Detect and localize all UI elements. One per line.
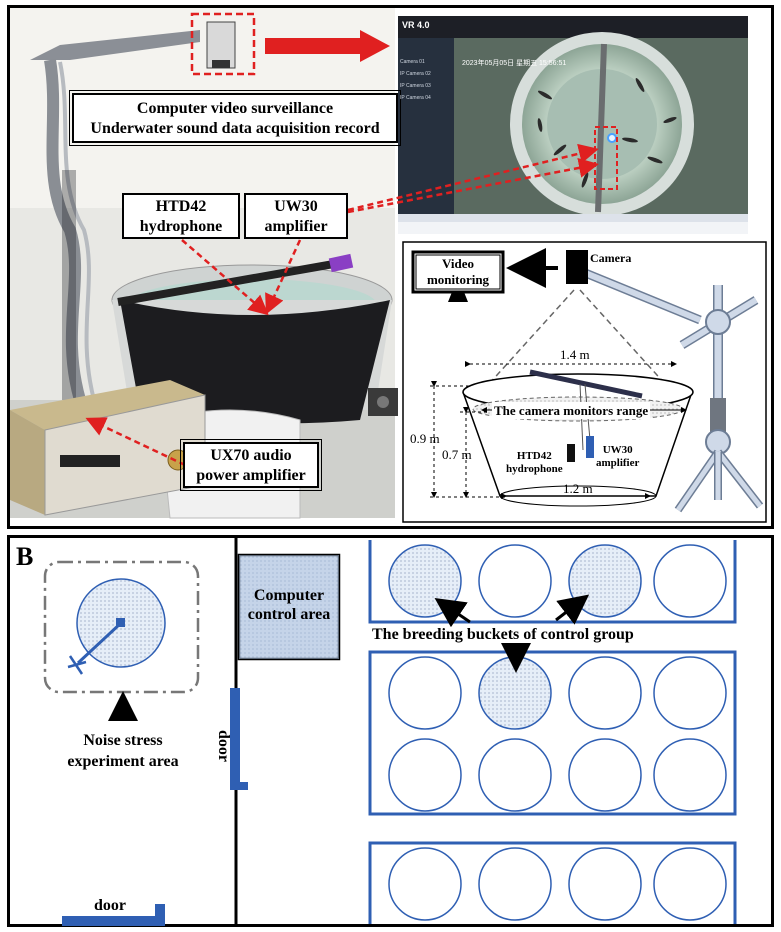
schematic-hydrophone-line1: HTD42 — [516, 450, 552, 462]
bucket-group-2 — [368, 650, 737, 816]
screen-menu: Camera 01 IP Camera 02 IP Camera 03 IP C… — [400, 56, 431, 104]
screen-menu-item: IP Camera 04 — [400, 95, 431, 101]
audio-amp-label-box: UX70 audio power amplifier — [180, 439, 322, 491]
bucket — [478, 738, 552, 812]
red-big-arrow — [265, 30, 390, 62]
screen-menu-item: IP Camera 02 — [400, 71, 431, 77]
height-total-label: 0.9 m — [410, 431, 440, 446]
schematic-amplifier-label: UW30 amplifier — [596, 444, 639, 470]
callout-lines — [85, 143, 599, 467]
schematic-hydrophone-label: HTD42 hydrophone — [506, 450, 563, 476]
door-vertical — [230, 688, 240, 788]
screen-logo: VR 4.0 — [402, 20, 430, 30]
schematic-hydrophone-line2: hydrophone — [506, 463, 563, 475]
bucket — [653, 544, 727, 618]
bucket — [653, 847, 727, 921]
computer-area-line2: control area — [247, 606, 331, 623]
bucket — [478, 847, 552, 921]
screen-menu-item: IP Camera 03 — [400, 83, 431, 89]
breeding-buckets — [388, 544, 727, 921]
audio-amp-line1: UX70 audio — [210, 447, 292, 464]
control-group-label: The breeding buckets of control group — [372, 626, 634, 643]
width-top-label: 1.4 m — [560, 347, 590, 362]
door-bottom — [62, 916, 162, 926]
surveillance-line1: Computer video surveillance — [136, 100, 334, 117]
control-bucket — [388, 544, 462, 618]
height-water-label: 0.7 m — [442, 447, 472, 462]
panel-b-label: B — [16, 542, 34, 571]
door-bottom-label: door — [94, 897, 126, 914]
hydrophone-line1: HTD42 — [155, 198, 207, 215]
hydrophone-line2: hydrophone — [139, 218, 223, 235]
noise-area-label: Noise stress experiment area — [60, 730, 186, 772]
bucket — [478, 544, 552, 618]
bucket — [653, 738, 727, 812]
monitor-screenshot — [398, 16, 748, 234]
video-monitoring-line2: monitoring — [426, 272, 490, 287]
width-bottom-label: 1.2 m — [563, 481, 593, 496]
amplifier-line1: UW30 — [274, 198, 318, 215]
computer-area-label: Computer control area — [239, 586, 339, 624]
camera-highlight — [190, 12, 256, 76]
control-bucket — [478, 656, 552, 730]
hydrophone-label-box: HTD42 hydrophone — [122, 193, 240, 239]
video-monitoring-label: Video monitoring — [414, 256, 502, 288]
noise-area-line2: experiment area — [67, 753, 179, 770]
door-vertical-label: door — [215, 730, 232, 762]
bucket — [568, 738, 642, 812]
camera-icon — [566, 250, 588, 284]
bucket — [388, 847, 462, 921]
surveillance-line2: Underwater sound data acquisition record — [90, 120, 380, 137]
schematic-amplifier-line1: UW30 — [602, 444, 633, 456]
panel-b: B — [7, 535, 774, 927]
control-bucket — [568, 544, 642, 618]
range-label: The camera monitors range — [492, 402, 651, 419]
bucket — [653, 656, 727, 730]
schematic-amplifier-line2: amplifier — [596, 457, 640, 469]
bucket — [568, 847, 642, 921]
video-monitoring-line1: Video — [441, 256, 475, 271]
amplifier-label-box: UW30 amplifier — [244, 193, 348, 239]
bucket-group-1 — [368, 540, 737, 624]
camera-label: Camera — [590, 251, 632, 265]
amplifier-line2: amplifier — [264, 218, 328, 235]
bucket-group-3 — [368, 841, 737, 924]
screen-menu-item: Camera 01 — [400, 59, 425, 65]
screen-date: 2023年05月05日 星期五 15:56:51 — [462, 60, 567, 67]
surveillance-label-box: Computer video surveillance Underwater s… — [69, 90, 401, 146]
computer-area-line1: Computer — [253, 587, 325, 604]
camera-schematic — [402, 241, 767, 523]
bucket — [568, 656, 642, 730]
noise-area-line1: Noise stress — [83, 732, 163, 749]
bucket — [388, 656, 462, 730]
audio-amp-line2: power amplifier — [196, 467, 306, 484]
bucket — [388, 738, 462, 812]
